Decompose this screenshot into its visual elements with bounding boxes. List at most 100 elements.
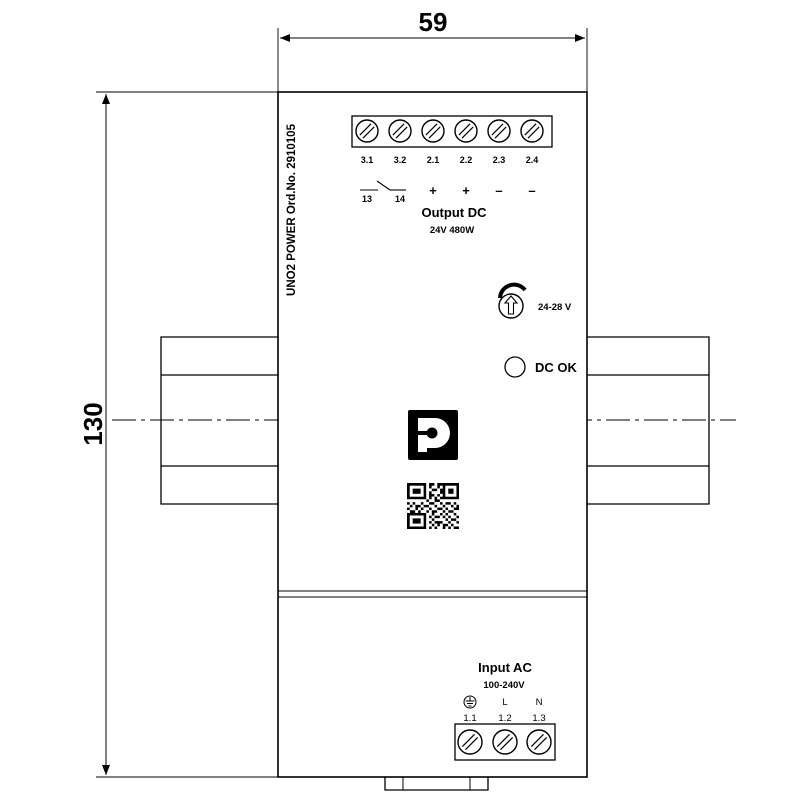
qr-module <box>439 504 443 508</box>
qr-module <box>448 493 451 497</box>
polarity-plus: + <box>429 183 437 198</box>
qr-module <box>448 512 451 516</box>
qr-module <box>439 526 443 530</box>
qr-module <box>437 496 441 500</box>
qr-module <box>409 485 413 489</box>
qr-module <box>417 507 421 511</box>
terminal-label: 1.1 <box>463 713 476 724</box>
qr-module <box>423 501 427 505</box>
qr-module <box>439 493 443 497</box>
qr-module <box>445 499 449 503</box>
qr-module <box>420 510 424 513</box>
polarity-markers: + + – – <box>429 183 535 198</box>
output-terminal-block <box>351 115 553 148</box>
relay-contact-label: 14 <box>395 194 405 204</box>
device-side-label: UNO2 POWER Ord.No. 2910105 <box>286 123 298 296</box>
qr-module <box>442 499 446 503</box>
din-rail <box>160 336 710 505</box>
width-dimension-value: 59 <box>419 7 448 37</box>
qr-module <box>445 526 449 530</box>
qr-module <box>412 523 416 527</box>
phoenix-contact-logo <box>408 410 458 460</box>
qr-module <box>409 520 413 524</box>
qr-module <box>456 518 460 522</box>
qr-module <box>450 499 454 503</box>
polarity-plus: + <box>462 183 470 198</box>
qr-module <box>431 515 435 519</box>
qr-module <box>431 520 435 524</box>
qr-module <box>448 485 451 489</box>
ground-icon <box>463 695 477 709</box>
terminal-screw-icon <box>355 119 379 143</box>
qr-module <box>420 515 424 519</box>
qr-module <box>409 523 413 527</box>
qr-module <box>426 501 430 505</box>
qr-module <box>453 510 457 513</box>
qr-module <box>437 491 441 495</box>
terminal-label: 1.3 <box>532 713 545 724</box>
qr-module <box>415 499 419 503</box>
polarity-minus: – <box>528 183 535 198</box>
qr-module <box>434 523 438 527</box>
qr-module <box>409 488 413 492</box>
qr-module <box>453 515 457 519</box>
qr-module <box>423 507 427 511</box>
qr-module <box>412 485 416 489</box>
qr-module <box>431 485 435 489</box>
input-terminal-block <box>454 723 556 761</box>
qr-module <box>437 510 441 513</box>
qr-module <box>409 499 413 503</box>
qr-module <box>431 496 435 500</box>
qr-module <box>445 504 449 508</box>
qr-module <box>409 518 413 522</box>
potentiometer-up-arrow-icon <box>498 282 527 319</box>
led-circle-icon <box>504 356 526 378</box>
qr-module <box>450 526 454 530</box>
relay-contact-label: 13 <box>362 194 372 204</box>
qr-module <box>420 491 424 495</box>
qr-module <box>417 493 421 497</box>
qr-module <box>426 496 430 500</box>
relay-contact-icon <box>360 180 406 191</box>
qr-module <box>450 515 454 519</box>
qr-module <box>453 520 457 524</box>
qr-module <box>450 485 454 489</box>
qr-module <box>417 523 421 527</box>
qr-module <box>453 499 457 503</box>
terminal-screw-icon <box>454 119 478 143</box>
qr-module <box>426 483 430 486</box>
qr-module <box>445 493 449 497</box>
input-symbol-l: L <box>502 697 507 708</box>
qr-module <box>439 518 443 522</box>
qr-module <box>445 491 449 495</box>
qr-module <box>439 499 443 503</box>
qr-module <box>453 488 457 492</box>
terminal-screw-icon <box>457 729 483 755</box>
qr-module <box>420 523 424 527</box>
qr-module <box>420 499 424 503</box>
qr-module <box>434 518 438 522</box>
qr-module <box>450 507 454 511</box>
qr-module <box>434 507 438 511</box>
qr-module <box>442 507 446 511</box>
qr-module <box>442 518 446 522</box>
qr-module <box>415 515 419 519</box>
qr-module <box>450 520 454 524</box>
qr-module <box>442 512 446 516</box>
qr-module <box>448 518 451 522</box>
qr-module <box>450 501 454 505</box>
qr-code <box>407 483 460 530</box>
terminal-label: 2.4 <box>526 155 539 165</box>
qr-module <box>453 493 457 497</box>
qr-module <box>420 493 424 497</box>
status-led-label: DC OK <box>535 360 578 375</box>
polarity-minus: – <box>495 183 502 198</box>
qr-module <box>412 504 416 508</box>
qr-module <box>437 526 441 530</box>
qr-module <box>453 523 457 527</box>
qr-module <box>456 512 460 516</box>
qr-module <box>448 504 451 508</box>
qr-module <box>439 515 443 519</box>
qr-module <box>453 504 457 508</box>
qr-module <box>409 491 413 495</box>
